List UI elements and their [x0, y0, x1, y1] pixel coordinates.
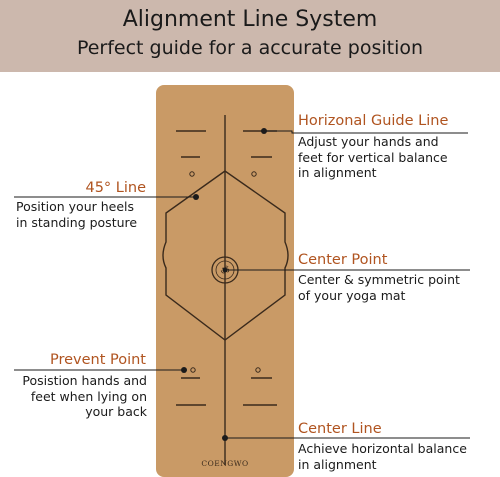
callout-desc-line: Center & symmetric point: [298, 272, 460, 287]
callout-desc-center-point: Center & symmetric point of your yoga ma…: [298, 272, 498, 303]
page-subtitle: Perfect guide for a accurate position: [76, 37, 424, 59]
callout-desc-line: feet for vertical balance: [298, 149, 448, 165]
callout-desc-horizontal-guide: Adjust your hands and feet for vertical …: [298, 134, 498, 181]
callout-desc-center-line: Achieve horizontal balance in alignment: [298, 441, 498, 472]
mat-45-line-shape: [162, 170, 289, 341]
callout-dots: [181, 128, 267, 441]
callout-desc-line: Adjust your hands and: [298, 134, 439, 149]
callout-title-45-line: 45° Line: [85, 180, 146, 196]
callout-desc-line: your back: [85, 404, 147, 419]
mat-brand-label: COENGWO: [201, 459, 248, 468]
leader-horizontal-guide: [264, 130, 468, 134]
callout-desc-line: in standing posture: [16, 214, 138, 230]
mat-lines: [162, 115, 289, 465]
callout-leaders: [14, 130, 470, 439]
callout-desc-line: Position your heels: [16, 199, 135, 214]
callout-desc-line: Posistion hands and: [22, 373, 147, 388]
callout-desc-line: in alignment: [298, 165, 377, 180]
callout-desc-line: feet when lying on: [30, 388, 147, 404]
callout-title-center-point: Center Point: [298, 252, 388, 268]
header-banner: Alignment Line System Perfect guide for …: [0, 0, 500, 72]
callout-desc-45-line: Position your heels in standing posture: [16, 199, 156, 230]
callout-title-horizontal-guide: Horizonal Guide Line: [298, 113, 449, 129]
callout-desc-line: in alignment: [298, 456, 377, 472]
mat-prevent-points: [189, 171, 261, 373]
callout-desc-prevent-point: Posistion hands and feet when lying on y…: [10, 373, 147, 420]
page-title: Alignment Line System: [122, 7, 378, 32]
callout-title-prevent-point: Prevent Point: [49, 352, 146, 368]
callout-desc-line: Achieve horizontal balance: [298, 441, 467, 456]
callout-desc-line: of your yoga mat: [298, 287, 406, 303]
callout-title-center-line: Center Line: [298, 421, 382, 437]
